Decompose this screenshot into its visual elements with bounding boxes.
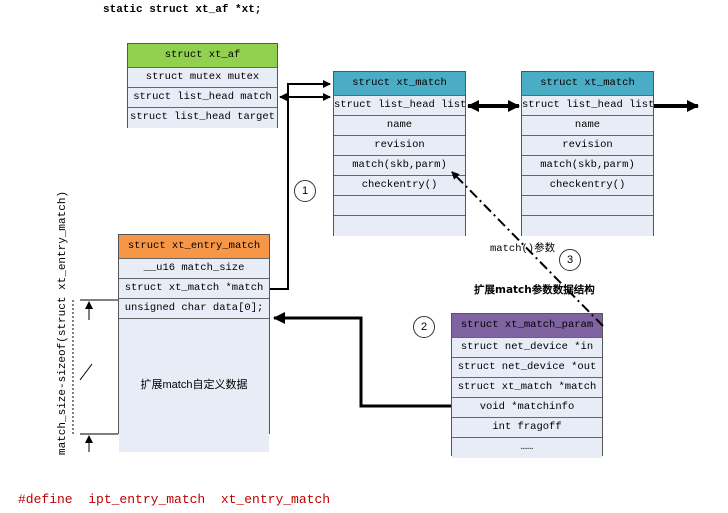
- step-3-marker: 3: [559, 249, 581, 271]
- xt-match-row: match(skb,parm): [334, 156, 465, 176]
- step-1-marker: 1: [294, 180, 316, 202]
- diagram-title: static struct xt_af *xt;: [103, 4, 262, 16]
- xt-match-row: name: [522, 116, 653, 136]
- xt-match-row: [334, 196, 465, 216]
- xt-match-row: checkentry(): [334, 176, 465, 196]
- af-to-match-link: [279, 80, 331, 101]
- xt-entry-match-row: struct xt_match *match: [119, 279, 269, 299]
- xt-match-param-row: struct net_device *in: [452, 338, 602, 358]
- size-dim-slash: [79, 363, 93, 381]
- size-vertical-label: match_size-sizeof(struct xt_entry_match): [57, 190, 69, 455]
- xt-entry-match-row: unsigned char data[0];: [119, 299, 269, 319]
- matchinfo-to-data-link: [273, 312, 451, 408]
- ext-struct-label: 扩展match参数数据结构: [474, 284, 595, 296]
- step-2-marker: 2: [413, 316, 435, 338]
- xt-match-row: revision: [522, 136, 653, 156]
- xt-match-param-row: struct net_device *out: [452, 358, 602, 378]
- xt-match-header: struct xt_match: [334, 72, 465, 96]
- xt-af-row: struct list_head target: [128, 108, 277, 128]
- xt-entry-match-row: __u16 match_size: [119, 259, 269, 279]
- define-statement: #define ipt_entry_match xt_entry_match: [18, 492, 331, 507]
- match-param-label: match()参数: [490, 243, 556, 255]
- xt-match-row: [522, 216, 653, 236]
- xt-match-param-struct: struct xt_match_param struct net_device …: [451, 313, 603, 458]
- xt-match-param-row: ……: [452, 438, 602, 458]
- xt-match-param-row: void *matchinfo: [452, 398, 602, 418]
- xt-match-param-row: struct xt_match *match: [452, 378, 602, 398]
- xt-af-row: struct mutex mutex: [128, 68, 277, 88]
- xt-match-header: struct xt_match: [522, 72, 653, 96]
- xt-match-row: name: [334, 116, 465, 136]
- xt-match-param-row: int fragoff: [452, 418, 602, 438]
- xt-match-row: struct list_head list: [522, 96, 653, 116]
- match-param-dashdot: [451, 171, 604, 327]
- xt-match-row: [334, 216, 465, 236]
- xt-match-struct-1: struct xt_match struct list_head list na…: [333, 71, 466, 236]
- entry-to-match-link: [270, 93, 331, 290]
- xt-entry-match-header: struct xt_entry_match: [119, 235, 269, 259]
- xt-af-header: struct xt_af: [128, 44, 277, 68]
- xt-af-struct: struct xt_af struct mutex mutex struct l…: [127, 43, 278, 128]
- xt-match-row: match(skb,parm): [522, 156, 653, 176]
- xt-match-row: revision: [334, 136, 465, 156]
- xt-af-row: struct list_head match: [128, 88, 277, 108]
- xt-match-row: [522, 196, 653, 216]
- xt-match-param-header: struct xt_match_param: [452, 314, 602, 338]
- xt-entry-match-body: 扩展match自定义数据: [119, 319, 269, 452]
- xt-entry-match-struct: struct xt_entry_match __u16 match_size s…: [118, 234, 270, 452]
- xt-match-row: checkentry(): [522, 176, 653, 196]
- xt-match-struct-2: struct xt_match struct list_head list na…: [521, 71, 654, 236]
- xt-match-row: struct list_head list: [334, 96, 465, 116]
